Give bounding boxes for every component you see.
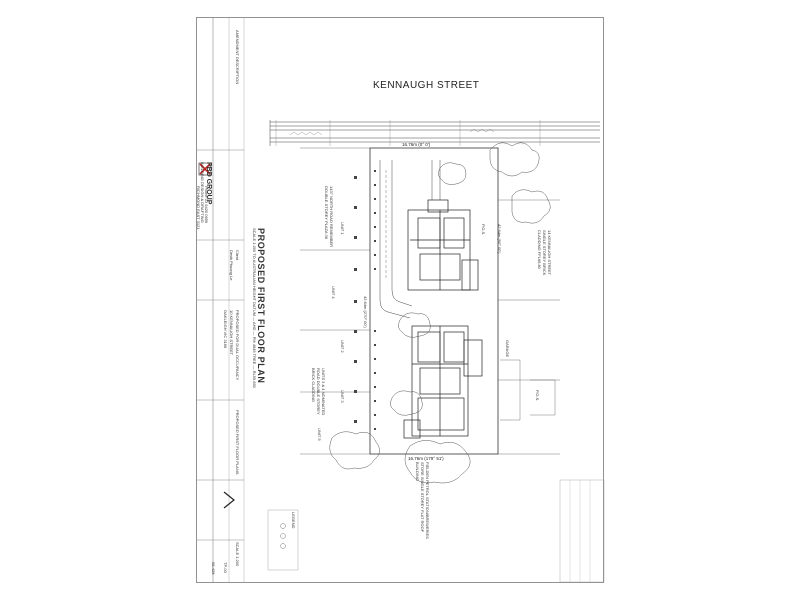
pos-label: P.O.S.	[535, 390, 540, 402]
street-name: KENNAUGH STREET	[373, 80, 480, 91]
dimension-right: 42.64m (90° 00')	[497, 224, 502, 254]
company-phone: Phone 03 9420 0659	[204, 186, 209, 224]
client-name: Devik Phuong Le	[229, 250, 234, 281]
project-address: 10 KENNAUGH STREET	[229, 310, 234, 356]
drawing-number: 08-428	[211, 562, 216, 575]
bottom-neighbour-label: FIELDEN PETROL STATION/BREWERIES STORE S…	[415, 462, 430, 539]
dimension-bottom: 16.76m (179° 51')	[408, 456, 444, 461]
unit5-label: UNIT 5	[317, 428, 322, 441]
units-34-label: UNITS 3 & 4 NOMINATED ROAD DOUBLE STOREY…	[311, 368, 326, 416]
driveway	[379, 160, 441, 319]
building-front	[407, 199, 479, 291]
project-name: PROPOSED FOR DUAL OCCUPANCY	[235, 310, 240, 381]
left-neighbour-label: 1437 NORTH ROAD REMEMBER DOUBLE STOREY P…	[324, 186, 334, 248]
sheet-title: PROPOSED FIRST FLOOR PLANS	[235, 410, 240, 475]
north-arrow-icon	[223, 491, 235, 509]
unit3-label: UNIT 3	[340, 390, 345, 403]
site-boundary	[369, 147, 499, 455]
plan-title: PROPOSED FIRST FLOOR PLAN	[256, 228, 266, 384]
tree-canopies	[329, 142, 551, 484]
scale-label: SCALE 1:200	[235, 542, 240, 567]
right-neighbour-label: 14 KENNAUGH STREET SINGLE STOREY BRICK C…	[537, 230, 552, 276]
dimension-left: 42.64m (270° 00')	[363, 296, 368, 328]
unit1-label: UNIT 1	[340, 222, 345, 235]
unit2-label: UNIT 2	[340, 340, 345, 353]
street-road	[269, 120, 600, 146]
plan-subtitle: SCALE 1:200 TO AUSTRALIAN HEIGHT DATUM —…	[252, 228, 257, 388]
amendment-block	[559, 479, 605, 583]
project-suburb: OAKLEIGH VIC 3166	[223, 310, 228, 349]
legend-title: LEGEND	[291, 512, 296, 529]
pbd-logo-icon	[198, 162, 212, 176]
legend-block	[267, 509, 299, 571]
client-label: Client	[235, 250, 240, 261]
sheet-number: TP-03	[223, 562, 228, 573]
company-line3: RICHMOND EAST 3121	[196, 186, 201, 230]
amendment-header: AMENDMENT DESCRIPTION	[235, 30, 240, 85]
garage-label: GARAGE	[505, 340, 510, 358]
dimension-top: 16.76m (0° 0')	[402, 142, 431, 147]
building-rear	[403, 325, 483, 439]
unit4-label: UNIT 4	[331, 286, 336, 299]
neighbour-lots	[300, 147, 560, 455]
pos-label-2: P.O.S.	[481, 224, 486, 236]
landscaping	[354, 170, 376, 430]
